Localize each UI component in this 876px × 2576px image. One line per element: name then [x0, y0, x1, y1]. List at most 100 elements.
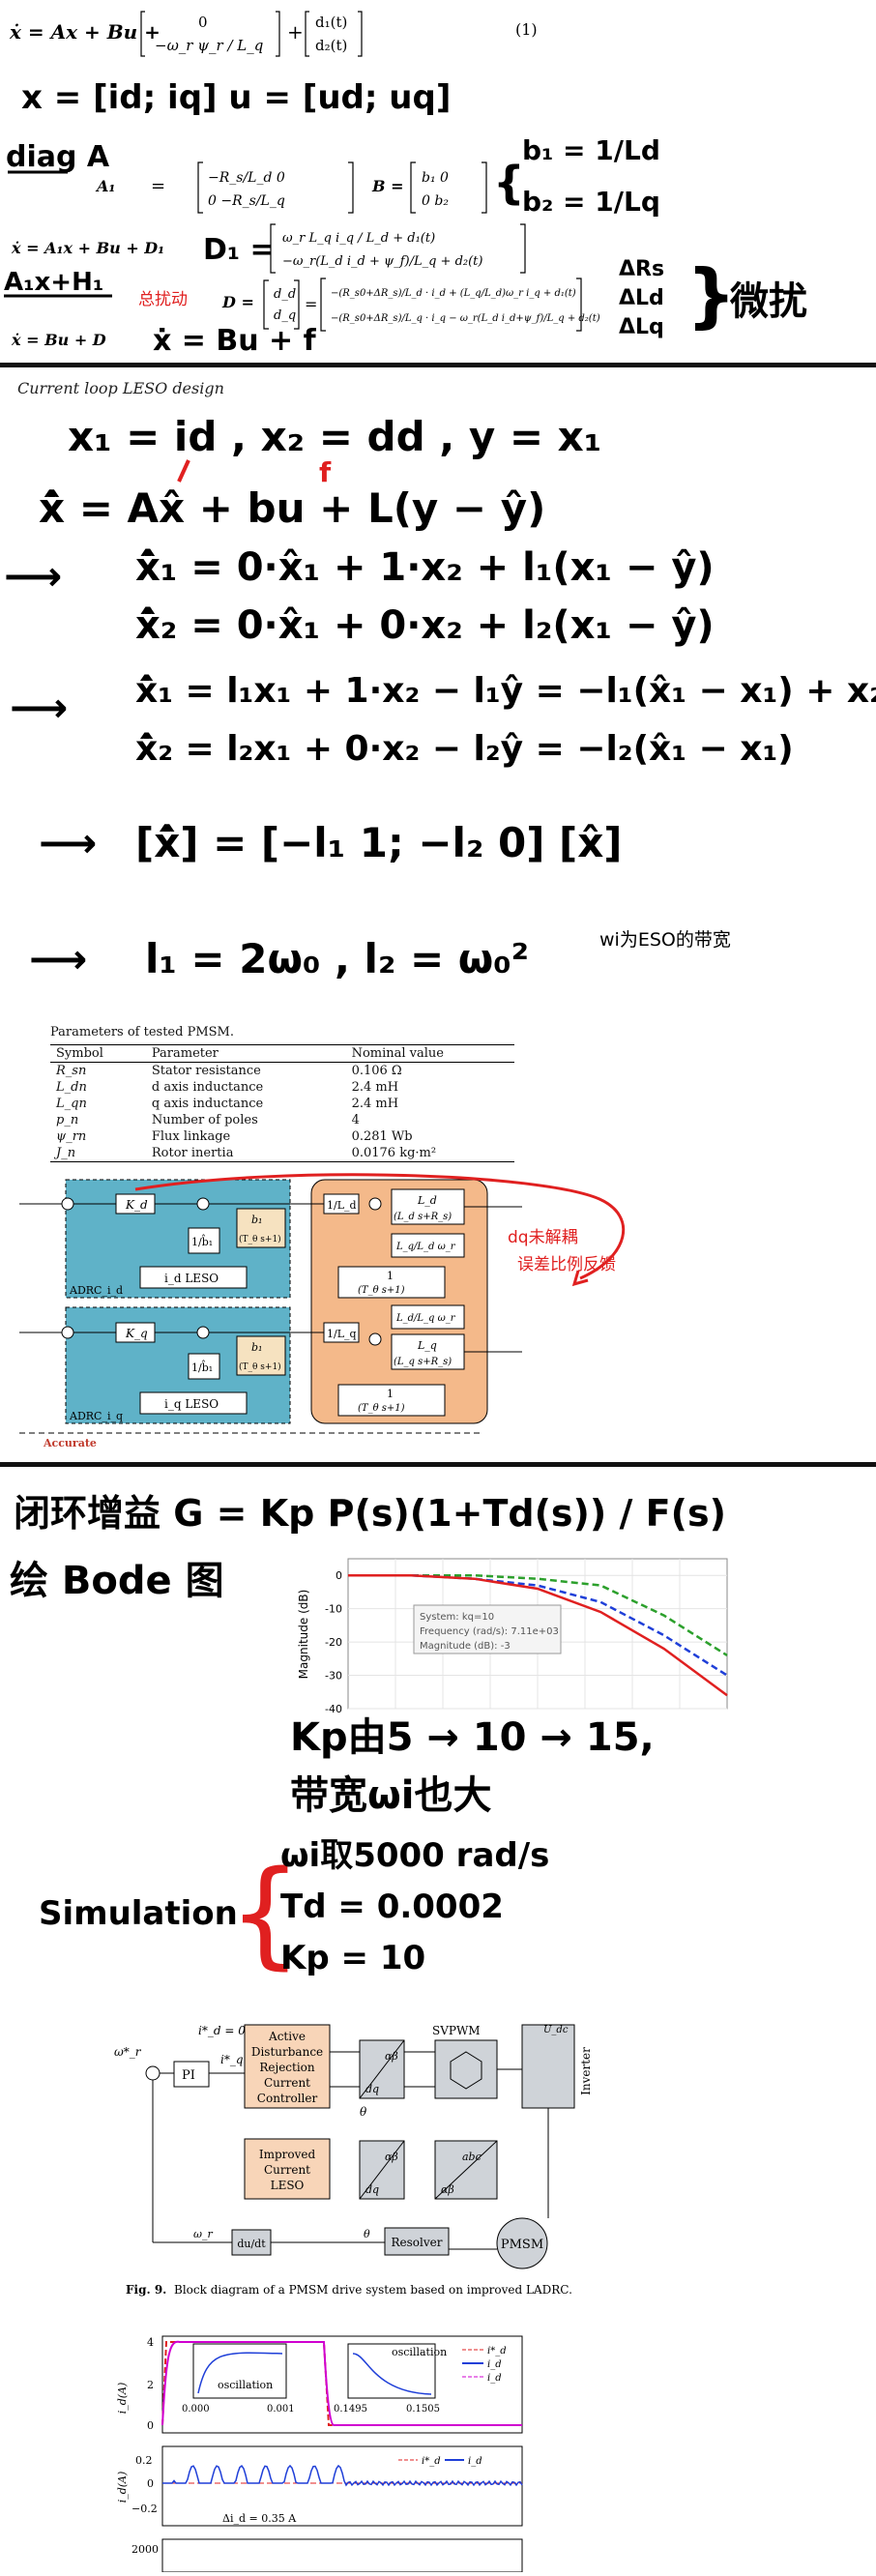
block-b1ratio-q-den: (T_θ s+1)	[239, 1361, 281, 1372]
sim-section: i_d(A) 4 2 0 oscillation 0.000 0.001 osc…	[0, 2321, 876, 2573]
bode-ytick: -40	[325, 1703, 342, 1715]
leso-q-label: i_q LESO	[164, 1397, 219, 1411]
dmat-bracket-r	[576, 278, 582, 332]
fig9-leso-2: Current	[264, 2163, 310, 2177]
sim-ytick-4: 4	[147, 2336, 154, 2349]
fig9-abc-a: abc	[462, 2151, 482, 2163]
sim-id-ylabel: i_d(A)	[116, 2383, 129, 2415]
sim-inset-1-xtick-a: 0.000	[182, 2404, 210, 2415]
sim-inset-1-trace	[197, 2352, 283, 2394]
sim-inset-2-xtick-b: 0.1505	[406, 2404, 440, 2415]
eq1-vec2-bracket-r	[358, 11, 363, 57]
eq1-vec1-b: −ω_r ψ_r / L_q	[155, 37, 263, 54]
dmat-row2: −(R_s0+ΔR_s)/L_q · i_q − ω_r(L_d i_d+ψ_f…	[331, 313, 600, 324]
sim-ytick-mid-1: 0.2	[135, 2454, 153, 2467]
eq1-bracket-right	[276, 11, 280, 57]
bode-series	[348, 1573, 728, 1697]
divider-1	[0, 363, 876, 367]
b-row2: 0 b₂	[422, 193, 449, 209]
dmat-eq: =	[305, 295, 317, 313]
b-bracket-r	[482, 161, 487, 214]
bode-ylabel: Magnitude (dB)	[297, 1590, 310, 1680]
divider-2	[0, 1462, 876, 1467]
fig9-svpwm-hex	[450, 2051, 482, 2090]
block-filter-d-den: (T_θ s+1)	[358, 1285, 405, 1296]
fig9-abc-diag	[434, 2140, 498, 2200]
sim-mid-wave	[162, 2464, 523, 2487]
cell-symbol: L_dn	[56, 1080, 87, 1095]
fig9-abc-b: αβ	[441, 2183, 454, 2196]
sim-inset-2-trace	[352, 2353, 432, 2395]
hw-sim-item-1: ωi取5000 rad/s	[280, 1836, 549, 1875]
equations-canvas: ẋ = Ax + Bu + 0 −ω_r ψ_r / L_q + d₁(t) d…	[4, 11, 807, 358]
bode-tooltip	[413, 1604, 562, 1654]
sim-mid-legend-2: i_d	[468, 2456, 482, 2467]
fig9-ab-dq-2-b: dq	[365, 2183, 379, 2196]
fig9-resolver	[384, 2227, 450, 2256]
eq1-lhs: ẋ = Ax + Bu +	[9, 20, 161, 44]
arrow-4: ⟶	[29, 935, 87, 982]
fig9-sum-node	[145, 2065, 161, 2081]
eq1-vec1-a: 0	[198, 14, 208, 31]
bode-chart: 0-10-20-30-40 Magnitude (dB) System: kq=…	[297, 1558, 728, 1715]
eq1-vec2-bracket-l	[305, 11, 309, 57]
sum-node-plant-q	[368, 1332, 382, 1346]
cell-value: 2.4 mH	[351, 1097, 399, 1111]
bode-ytick: -30	[325, 1670, 342, 1683]
hw-perturb-rs: ΔRs	[619, 257, 664, 281]
block-b1ratio-d-den: (T_θ s+1)	[239, 1234, 281, 1244]
block-b1ratio-q	[236, 1335, 286, 1376]
sum-node-d2	[196, 1197, 210, 1211]
block-filter-q	[337, 1384, 446, 1417]
fig9-diagram: ω*_r PI i*_d = 0 i*_q Active Disturbance…	[114, 2024, 593, 2297]
fig9-pi-block	[173, 2061, 210, 2088]
cell-value: 0.106 Ω	[351, 1064, 402, 1078]
cell-parameter: Stator resistance	[151, 1064, 261, 1078]
cell-parameter: d axis inductance	[151, 1080, 264, 1095]
leso-section: Current loop LESO design x₁ = id , x₂ = …	[0, 375, 876, 1004]
leso-line-3: x̂̇₁ = 0·x̂₁ + 1·x₂ + l₁(x₁ − ŷ)	[135, 545, 715, 590]
hw-bandwidth: 带宽ωi也大	[290, 1773, 491, 1818]
block-b1ratio-d-num: b₁	[251, 1214, 262, 1226]
hw-simulation: Simulation	[39, 1894, 238, 1933]
hw-b2: b₂ = 1/Lq	[522, 186, 660, 218]
fig9-ab-dq-1-a: αβ	[385, 2050, 398, 2063]
sim-bottom-plot	[161, 2538, 523, 2573]
block-kq-label: K_q	[125, 1327, 148, 1340]
bode-yticks: 0-10-20-30-40	[325, 1569, 342, 1715]
bode-tooltip-1: System: kq=10	[420, 1612, 494, 1623]
block-inv-ld-label: 1/L_d	[327, 1199, 357, 1212]
fig9-omega-ref: ω*_r	[114, 2045, 142, 2059]
a1-label: A₁	[95, 177, 115, 195]
bandwidth-note: wi为ESO的带宽	[599, 929, 731, 951]
a1-row2: 0 −R_s/L_q	[208, 193, 285, 209]
block-ld	[391, 1188, 465, 1225]
d1-bracket-r	[520, 223, 526, 274]
d1-row1: ω_r L_q i_q / L_d + d₁(t)	[282, 231, 435, 246]
sim-ytick-mid-3: −0.2	[131, 2503, 158, 2515]
cell-value: 0.281 Wb	[351, 1129, 413, 1144]
arrow-3: ⟶	[39, 819, 97, 866]
fig9-svpwm-label: SVPWM	[432, 2024, 481, 2037]
leso-line-4: x̂̇₂ = 0·x̂₁ + 0·x₂ + l₂(x₁ − ŷ)	[135, 603, 715, 648]
fig9-controller-5: Controller	[257, 2092, 318, 2105]
annot-arc	[134, 1173, 626, 1280]
sim-ytick-mid-2: 0	[147, 2477, 154, 2490]
fig9-leso-1: Improved	[259, 2148, 316, 2161]
dvec-a: d_d	[274, 287, 296, 302]
sim-inset-2-xtick-a: 0.1495	[334, 2404, 367, 2415]
leso-line-7: [x̂̇] = [−l₁ 1; −l₂ 0] [x̂]	[135, 819, 623, 866]
sim-legend-3: i_d	[487, 2373, 502, 2384]
sim-legend-1: i*_d	[487, 2346, 507, 2356]
block-filter-q-den: (T_θ s+1)	[358, 1403, 405, 1414]
hw-b1: b₁ = 1/Ld	[522, 134, 660, 166]
block-lq-num: L_q	[417, 1339, 437, 1352]
fig9-theta: θ	[360, 2105, 367, 2119]
sim-top-response	[161, 2340, 522, 2426]
sim-delta-label: Δi_d = 0.35 A	[222, 2512, 297, 2525]
block-inv-lq	[323, 1322, 360, 1343]
bode-tooltip-3: Magnitude (dB): -3	[420, 1641, 511, 1652]
